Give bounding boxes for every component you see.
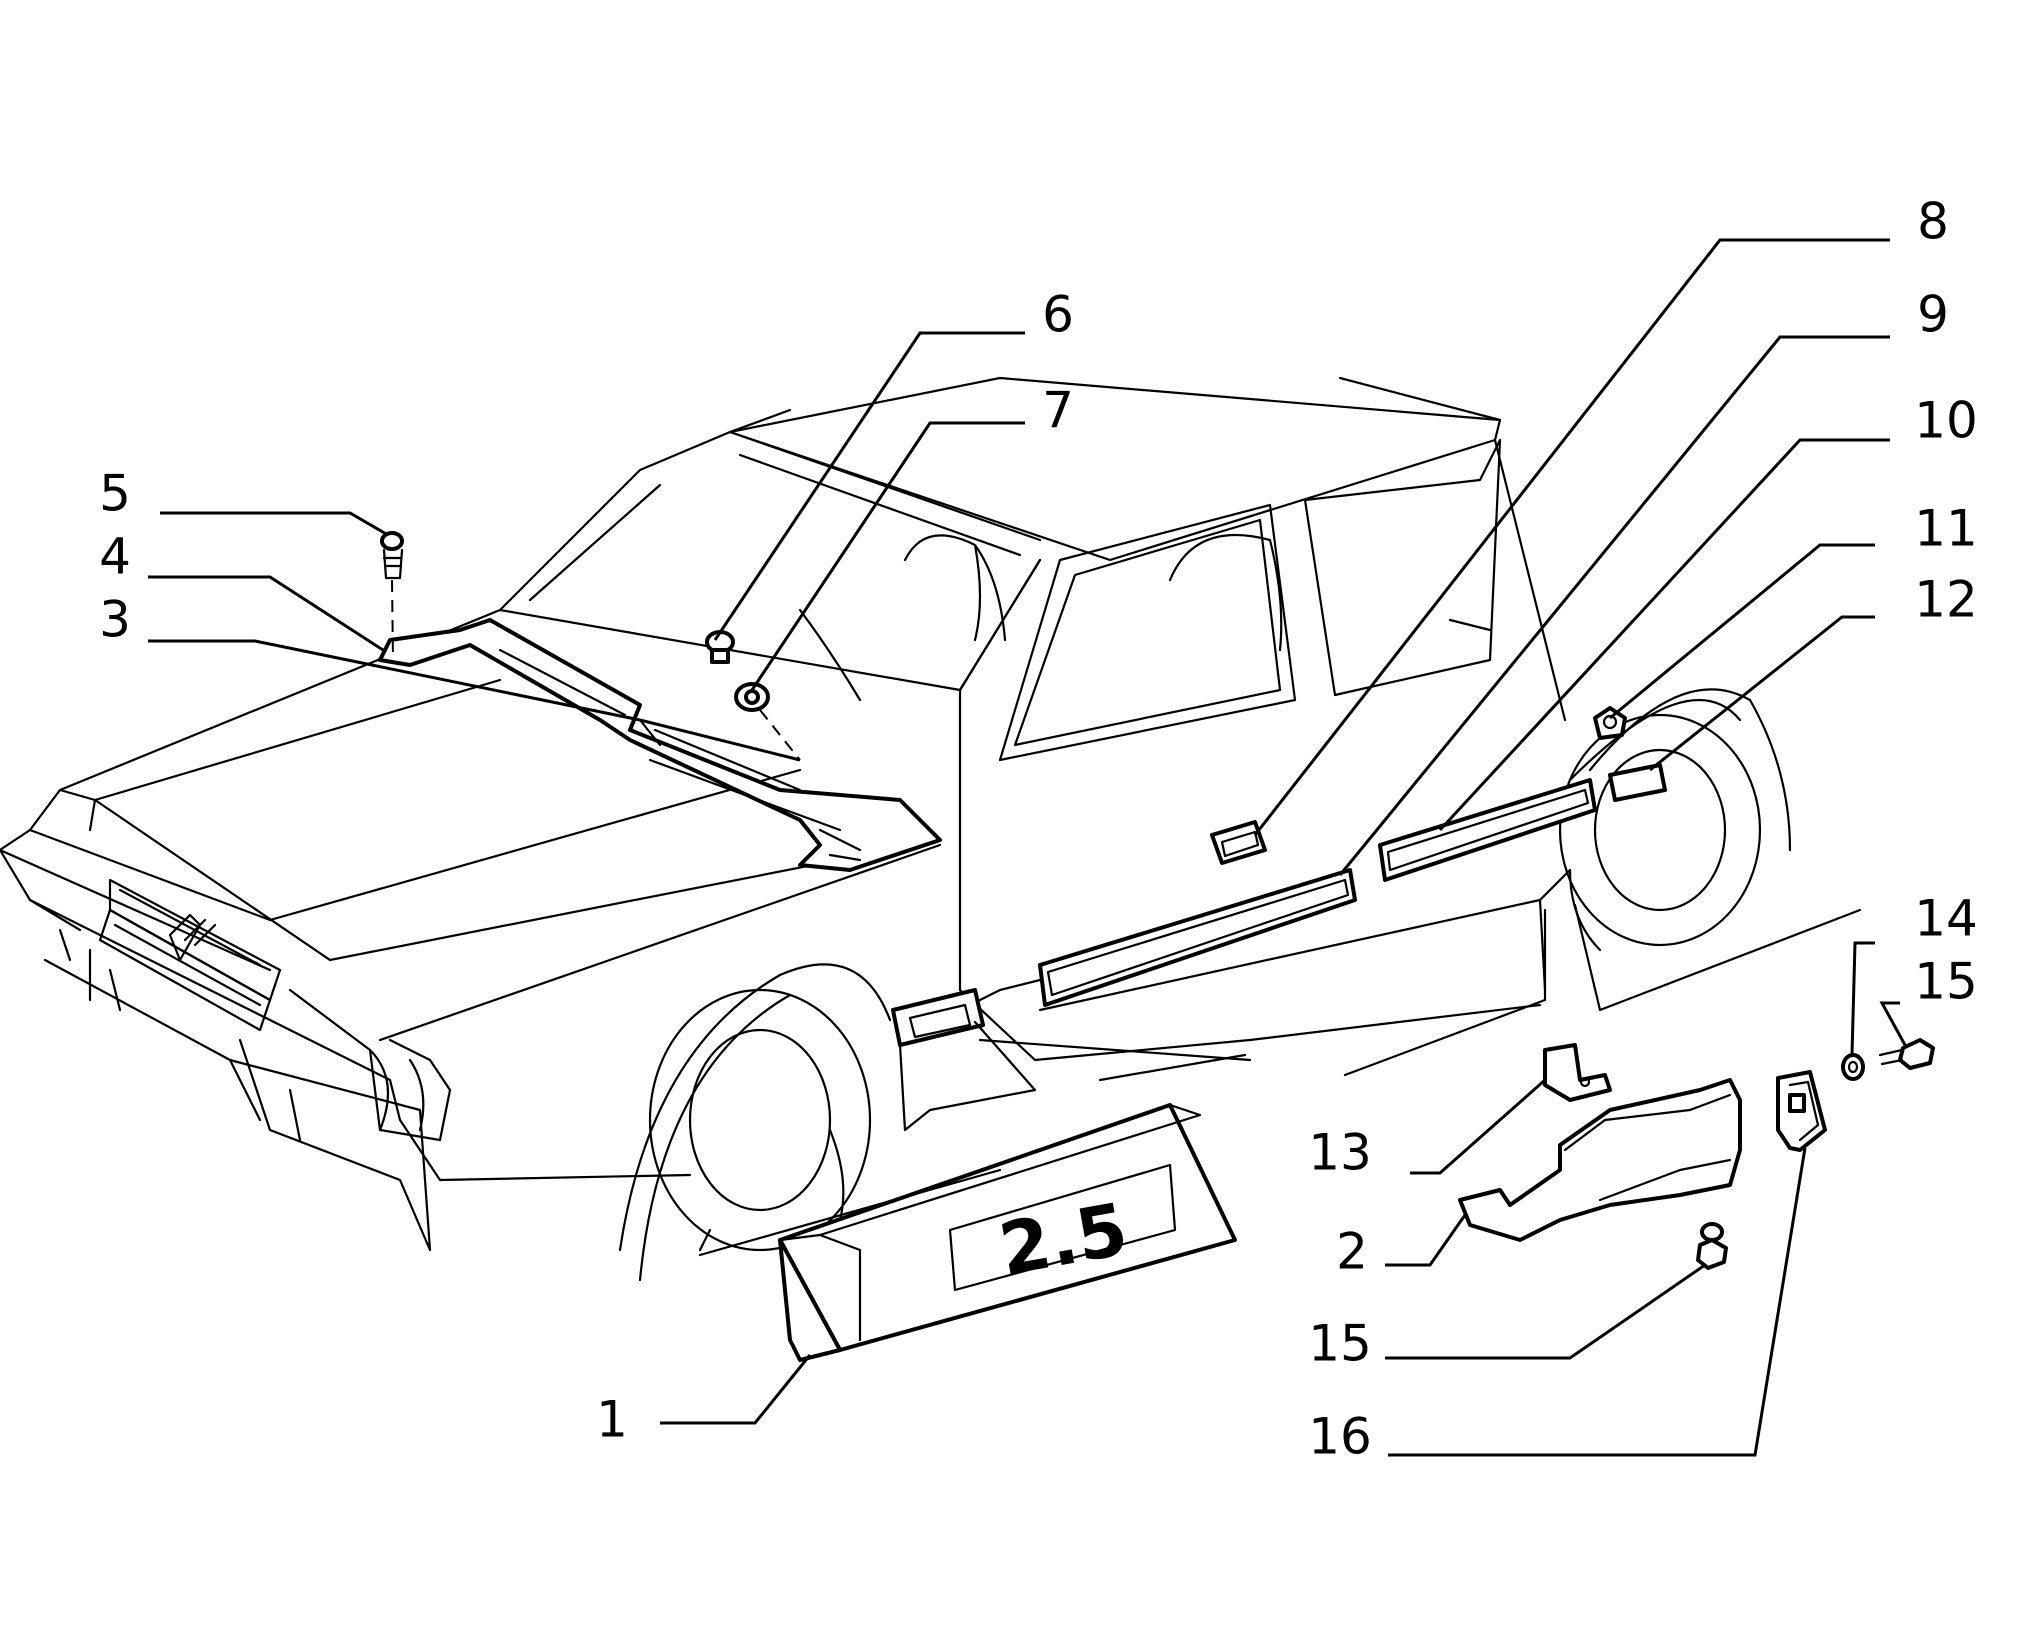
screw-5 — [380, 531, 404, 661]
leader-lines — [148, 238, 1907, 1457]
cowl-panel — [378, 618, 942, 872]
door-handle-8 — [1210, 820, 1267, 865]
callout-12: 12 — [1914, 571, 1978, 629]
side-molding-9 — [1038, 868, 1357, 1007]
callout-1: 1 — [596, 1391, 628, 1449]
callout-14: 14 — [1914, 890, 1978, 948]
clip-16 — [1776, 1070, 1827, 1152]
bolt-15-top — [1878, 1038, 1935, 1070]
fender-badge-small — [891, 988, 1037, 1132]
callout-5: 5 — [99, 465, 131, 523]
logo-bars — [168, 913, 217, 962]
callout-11: 11 — [1914, 500, 1978, 558]
car-outline — [0, 376, 1792, 1282]
callout-2: 2 — [1336, 1223, 1368, 1281]
bracket-2 — [1458, 1078, 1742, 1242]
callout-4: 4 — [99, 528, 131, 586]
molding-12 — [1608, 763, 1667, 802]
callout-15-top: 15 — [1914, 953, 1978, 1011]
callout-8: 8 — [1917, 193, 1949, 251]
clip-7 — [734, 682, 801, 761]
callout-16: 16 — [1308, 1408, 1372, 1466]
washer-14 — [1841, 1053, 1865, 1081]
callout-numbers: 1 2 3 4 5 6 7 8 9 10 11 12 13 14 15 15 1… — [99, 193, 1978, 1466]
callout-15-bottom: 15 — [1308, 1315, 1372, 1373]
clip-11 — [1593, 706, 1627, 740]
badge-2-5: 2.5 — [698, 1088, 1237, 1362]
callout-7: 7 — [1042, 382, 1074, 440]
callout-6: 6 — [1042, 286, 1074, 344]
side-molding-10 — [1378, 778, 1597, 882]
clip-13 — [1543, 1043, 1612, 1102]
callout-10: 10 — [1914, 392, 1978, 450]
clip-6 — [705, 630, 735, 664]
callout-9: 9 — [1917, 286, 1949, 344]
callout-3: 3 — [99, 591, 131, 649]
bolt-15-bottom — [1696, 1222, 1728, 1270]
callout-13: 13 — [1308, 1124, 1372, 1182]
